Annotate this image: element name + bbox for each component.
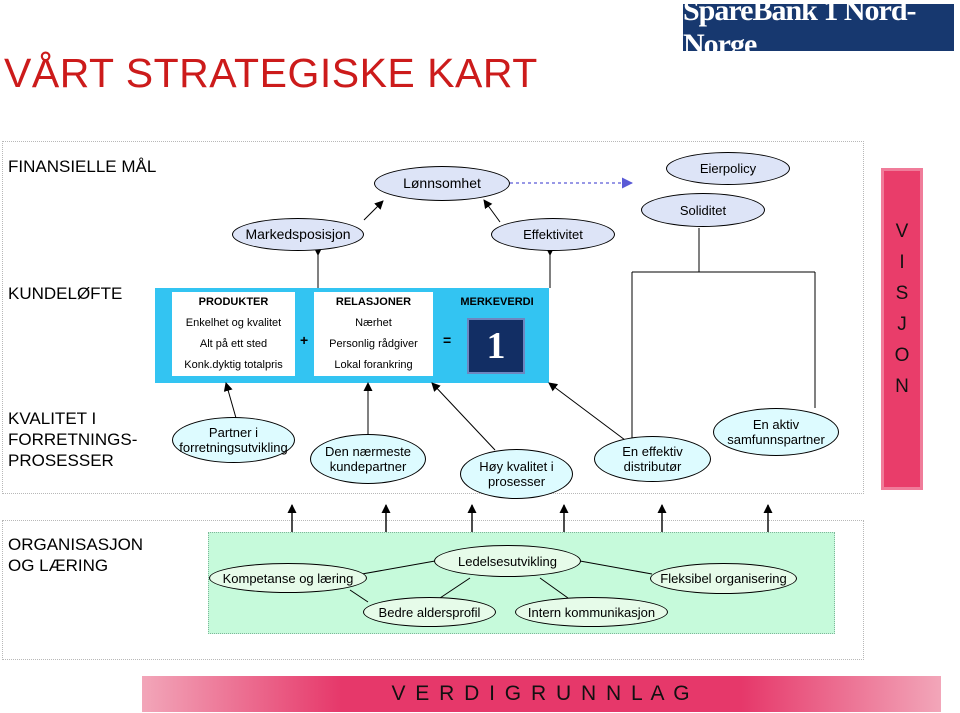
org-link-5 xyxy=(349,589,369,603)
organisation-frame xyxy=(2,520,864,660)
vision-bar: V I S J O N xyxy=(881,168,923,490)
box-relasjoner: RELASJONER Nærhet Personlig rådgiver Lok… xyxy=(314,292,433,376)
org-alder: Bedre aldersprofil xyxy=(363,597,496,627)
org-ledelse: Ledelsesutvikling xyxy=(434,545,581,577)
plus-sign: + xyxy=(300,332,309,348)
org-link-3 xyxy=(439,577,471,599)
arrow-partner xyxy=(223,382,237,419)
equals-sign: = xyxy=(443,332,452,348)
merkeverdi-header: MERKEVERDI xyxy=(460,296,534,308)
goal-markedsposisjon: Markedsposisjon xyxy=(232,218,364,251)
relasjoner-header: RELASJONER xyxy=(335,296,412,308)
process-partner: Partner i forretningsutvikling xyxy=(172,417,295,463)
produkter-item-2: Alt på ett sted xyxy=(199,338,268,350)
goal-soliditet: Soliditet xyxy=(641,193,765,227)
process-samfunn: En aktiv samfunnspartner xyxy=(713,408,839,456)
box-produkter: PRODUKTER Enkelhet og kvalitet Alt på et… xyxy=(172,292,295,376)
vision-letter-5: O xyxy=(894,345,910,366)
process-hoy-kvalitet: Høy kvalitet i prosesser xyxy=(460,449,573,499)
goal-lonnsomhet: Lønnsomhet xyxy=(374,166,510,201)
produkter-header: PRODUKTER xyxy=(198,296,269,308)
vision-letter-6: N xyxy=(895,376,909,397)
process-naermeste: Den nærmeste kundepartner xyxy=(310,434,426,484)
produkter-item-3: Konk.dyktig totalpris xyxy=(184,359,283,371)
produkter-item-1: Enkelhet og kvalitet xyxy=(185,317,282,329)
page-title: VÅRT STRATEGISKE KART xyxy=(4,50,538,96)
foundation-bar: V E R D I G R U N N L A G xyxy=(142,676,941,712)
org-link-1 xyxy=(361,560,436,575)
org-link-4 xyxy=(539,577,569,599)
row-label-kvalitet-line-3: PROSESSER xyxy=(8,451,114,470)
sparebank-logo: SpareBank 1 Nord-Norge xyxy=(683,0,954,61)
vision-letter-1: V xyxy=(895,221,909,242)
relasjoner-item-2: Personlig rådgiver xyxy=(329,338,418,350)
process-distributor: En effektiv distributør xyxy=(594,436,711,482)
org-link-2 xyxy=(579,560,653,575)
arrow-to-lonnsomhet-1 xyxy=(363,200,384,221)
strategy-frame xyxy=(2,141,864,494)
vision-letter-3: S xyxy=(895,283,909,304)
org-intern: Intern kommunikasjon xyxy=(515,597,668,627)
arrow-distributor xyxy=(548,382,626,441)
row-label-organisasjon-line-1: ORGANISASJON xyxy=(8,535,144,554)
row-label-finansielle: FINANSIELLE MÅL xyxy=(8,157,157,176)
merkeverdi-logo: 1 xyxy=(467,318,525,374)
arrow-hoy-kvalitet xyxy=(431,382,496,451)
row-label-kundeloefte: KUNDELØFTE xyxy=(8,284,123,303)
row-label-kvalitet-line-1: KVALITET I xyxy=(8,409,97,428)
row-label-kvalitet-line-2: FORRETNINGS- xyxy=(8,430,138,449)
foundation-label: V E R D I G R U N N L A G xyxy=(391,682,692,705)
relasjoner-item-1: Nærhet xyxy=(355,317,392,329)
row-label-kvalitet: KVALITET I FORRETNINGS- PROSESSER xyxy=(8,408,137,471)
row-label-organisasjon-line-2: OG LÆRING xyxy=(8,556,109,575)
row-label-organisasjon: ORGANISASJON OG LÆRING xyxy=(8,534,143,576)
org-fleksibel: Fleksibel organisering xyxy=(650,563,797,594)
vision-letter-4: J xyxy=(897,314,907,335)
org-kompetanse: Kompetanse og læring xyxy=(209,563,367,593)
goal-eierpolicy: Eierpolicy xyxy=(666,152,790,185)
vision-letter-2: I xyxy=(899,252,905,273)
arrow-to-lonnsomhet-2 xyxy=(483,199,501,223)
relasjoner-item-3: Lokal forankring xyxy=(334,359,413,371)
goal-effektivitet: Effektivitet xyxy=(491,218,615,251)
